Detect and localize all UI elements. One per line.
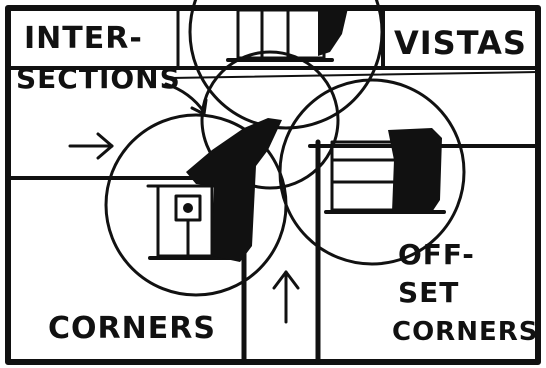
corner-house-shadow (186, 118, 282, 262)
label-offset-line3: CORNERS (392, 317, 538, 347)
vista-building-shadow (318, 8, 348, 56)
vista-building-outline (238, 10, 324, 58)
label-corners: CORNERS (48, 311, 216, 346)
corner-house-window-dot (183, 203, 193, 213)
offset-building-shadow (388, 128, 442, 212)
circle-vistas-top (190, 0, 382, 128)
label-offset-line2: SET (398, 276, 459, 309)
arrow-right-icon (70, 134, 112, 158)
label-intersections-line1: INTER- (24, 21, 143, 56)
arrow-up-icon (274, 272, 298, 322)
label-intersections-line2: SECTIONS (16, 62, 181, 95)
label-offset-line1: OFF- (398, 238, 475, 271)
street-line-top-inner (170, 72, 538, 78)
label-vistas: VISTAS (394, 24, 527, 62)
